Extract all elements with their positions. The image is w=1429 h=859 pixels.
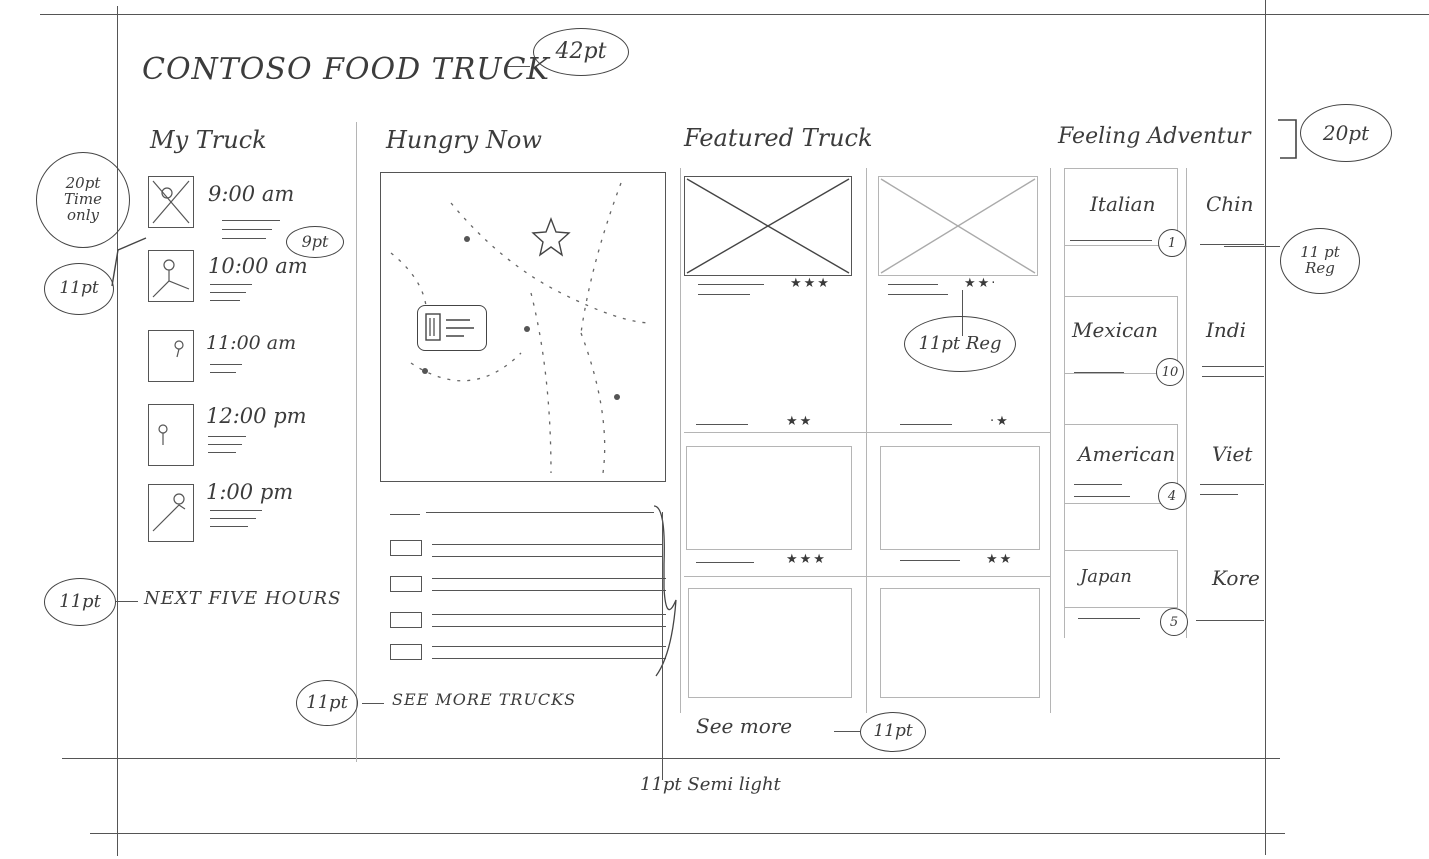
bottom-rule-2 — [90, 833, 1285, 834]
card-divider — [684, 432, 1050, 433]
feeling-adventurous-heading: Feeling Adventur — [1058, 124, 1251, 149]
pin-icon — [152, 493, 186, 532]
star-icon — [531, 217, 571, 257]
featured-truck-heading: Featured Truck — [684, 124, 873, 152]
featured-card[interactable] — [684, 176, 852, 276]
see-more-leader — [362, 703, 384, 704]
tile-frame — [1064, 168, 1178, 246]
page-title: CONTOSO FOOD TRUCK — [142, 52, 550, 87]
rating-stars: ★★★ — [786, 552, 827, 567]
cuisine-label: Indi — [1206, 318, 1246, 342]
map-popup[interactable] — [417, 305, 487, 351]
bottom-rule-1 — [62, 758, 1280, 759]
map-view[interactable] — [380, 172, 666, 482]
next-five-hours-link[interactable]: NEXT FIVE HOURS — [144, 588, 342, 609]
featured-card[interactable] — [880, 446, 1040, 550]
featured-see-more-link[interactable]: See more — [696, 714, 793, 738]
tile-left-edge — [1064, 168, 1065, 638]
hungry-now-heading: Hungry Now — [386, 126, 542, 154]
cuisine-label: Chin — [1206, 192, 1254, 216]
my-truck-heading: My Truck — [150, 126, 267, 154]
placeholder-image-icon — [152, 180, 190, 224]
top-border — [40, 14, 1429, 15]
rating-stars: ★★· — [964, 276, 998, 291]
truck-icon — [390, 540, 422, 556]
thumb-callout-leader — [111, 237, 147, 287]
truck-thumbnail — [148, 484, 194, 542]
truck-icon — [390, 612, 422, 628]
title-leader — [508, 66, 530, 67]
truck-icon — [390, 504, 420, 515]
title-size-callout: 42pt — [533, 28, 629, 76]
truck-thumbnail — [148, 250, 194, 302]
truck-thumbnail — [148, 330, 194, 382]
col-divider-1 — [356, 122, 357, 762]
cuisine-label: Kore — [1212, 566, 1260, 590]
rating-stars: ★★★ — [790, 276, 831, 291]
truck-icon — [390, 576, 422, 592]
rating-stars: ★★ — [786, 414, 814, 429]
tile-size-callout: 11 pt Reg — [1280, 228, 1360, 294]
truck-count-badge: 1 — [1158, 229, 1186, 257]
featured-card[interactable] — [686, 446, 852, 550]
pin-icon — [174, 340, 184, 358]
see-more-trucks-link[interactable]: SEE MORE TRUCKS — [392, 690, 577, 709]
truck-count-badge: 4 — [1158, 482, 1186, 510]
cuisine-label: Italian — [1090, 192, 1156, 216]
left-border — [117, 6, 118, 856]
pin-icon — [152, 259, 190, 298]
right-border — [1265, 0, 1266, 855]
rating-size-callout: 11pt Reg — [904, 316, 1016, 372]
see-more-trucks-callout: 11pt — [296, 680, 358, 726]
truck-thumbnail — [148, 404, 194, 466]
cuisine-label: American — [1078, 442, 1176, 466]
header-size-callout: 20pt — [1300, 104, 1392, 162]
schedule-time: 12:00 pm — [206, 404, 307, 428]
detail-size-callout: 9pt — [286, 226, 344, 258]
featured-left-edge — [680, 168, 681, 713]
featured-gutter — [866, 168, 867, 713]
footer-note-leader — [662, 512, 663, 780]
cuisine-label: Japan — [1080, 566, 1132, 587]
schedule-time: 10:00 am — [208, 254, 308, 278]
tile-callout-leader — [1224, 246, 1280, 247]
featured-card[interactable] — [878, 176, 1038, 276]
featured-card[interactable] — [880, 588, 1040, 698]
heading-bracket — [1278, 119, 1297, 159]
truck-thumbnail — [148, 176, 194, 228]
tile-gutter — [1186, 168, 1187, 638]
rating-callout-leader — [962, 290, 963, 336]
featured-card[interactable] — [688, 588, 852, 698]
thumb-size-callout: 11pt — [44, 263, 114, 315]
rating-stars: ★★ — [986, 552, 1014, 567]
truck-icon — [425, 313, 474, 341]
next-hours-leader — [116, 601, 138, 602]
featured-see-more-leader — [834, 731, 860, 732]
featured-right-edge — [1050, 168, 1051, 713]
tile-frame — [1064, 424, 1178, 504]
card-divider — [684, 576, 1050, 577]
footer-font-note: 11pt Semi light — [640, 774, 781, 795]
placeholder-image-icon — [880, 178, 1036, 274]
next-hours-callout: 11pt — [44, 578, 116, 626]
list-bracket — [653, 505, 677, 677]
placeholder-image-icon — [686, 178, 850, 274]
cuisine-label: Mexican — [1072, 318, 1158, 342]
cuisine-label: Viet — [1212, 442, 1253, 466]
truck-count-badge: 5 — [1160, 608, 1188, 636]
rating-stars: ·★ — [990, 414, 1010, 429]
tile-frame — [1064, 550, 1178, 608]
featured-see-more-callout: 11pt — [860, 712, 926, 752]
truck-count-badge: 10 — [1156, 358, 1184, 386]
schedule-time: 1:00 pm — [206, 480, 294, 504]
schedule-time: 11:00 am — [206, 332, 297, 354]
truck-icon — [390, 644, 422, 660]
schedule-time: 9:00 am — [208, 182, 295, 206]
time-size-callout: 20pt Time only — [36, 152, 130, 248]
tile-frame — [1064, 296, 1178, 374]
pin-icon — [158, 424, 168, 445]
